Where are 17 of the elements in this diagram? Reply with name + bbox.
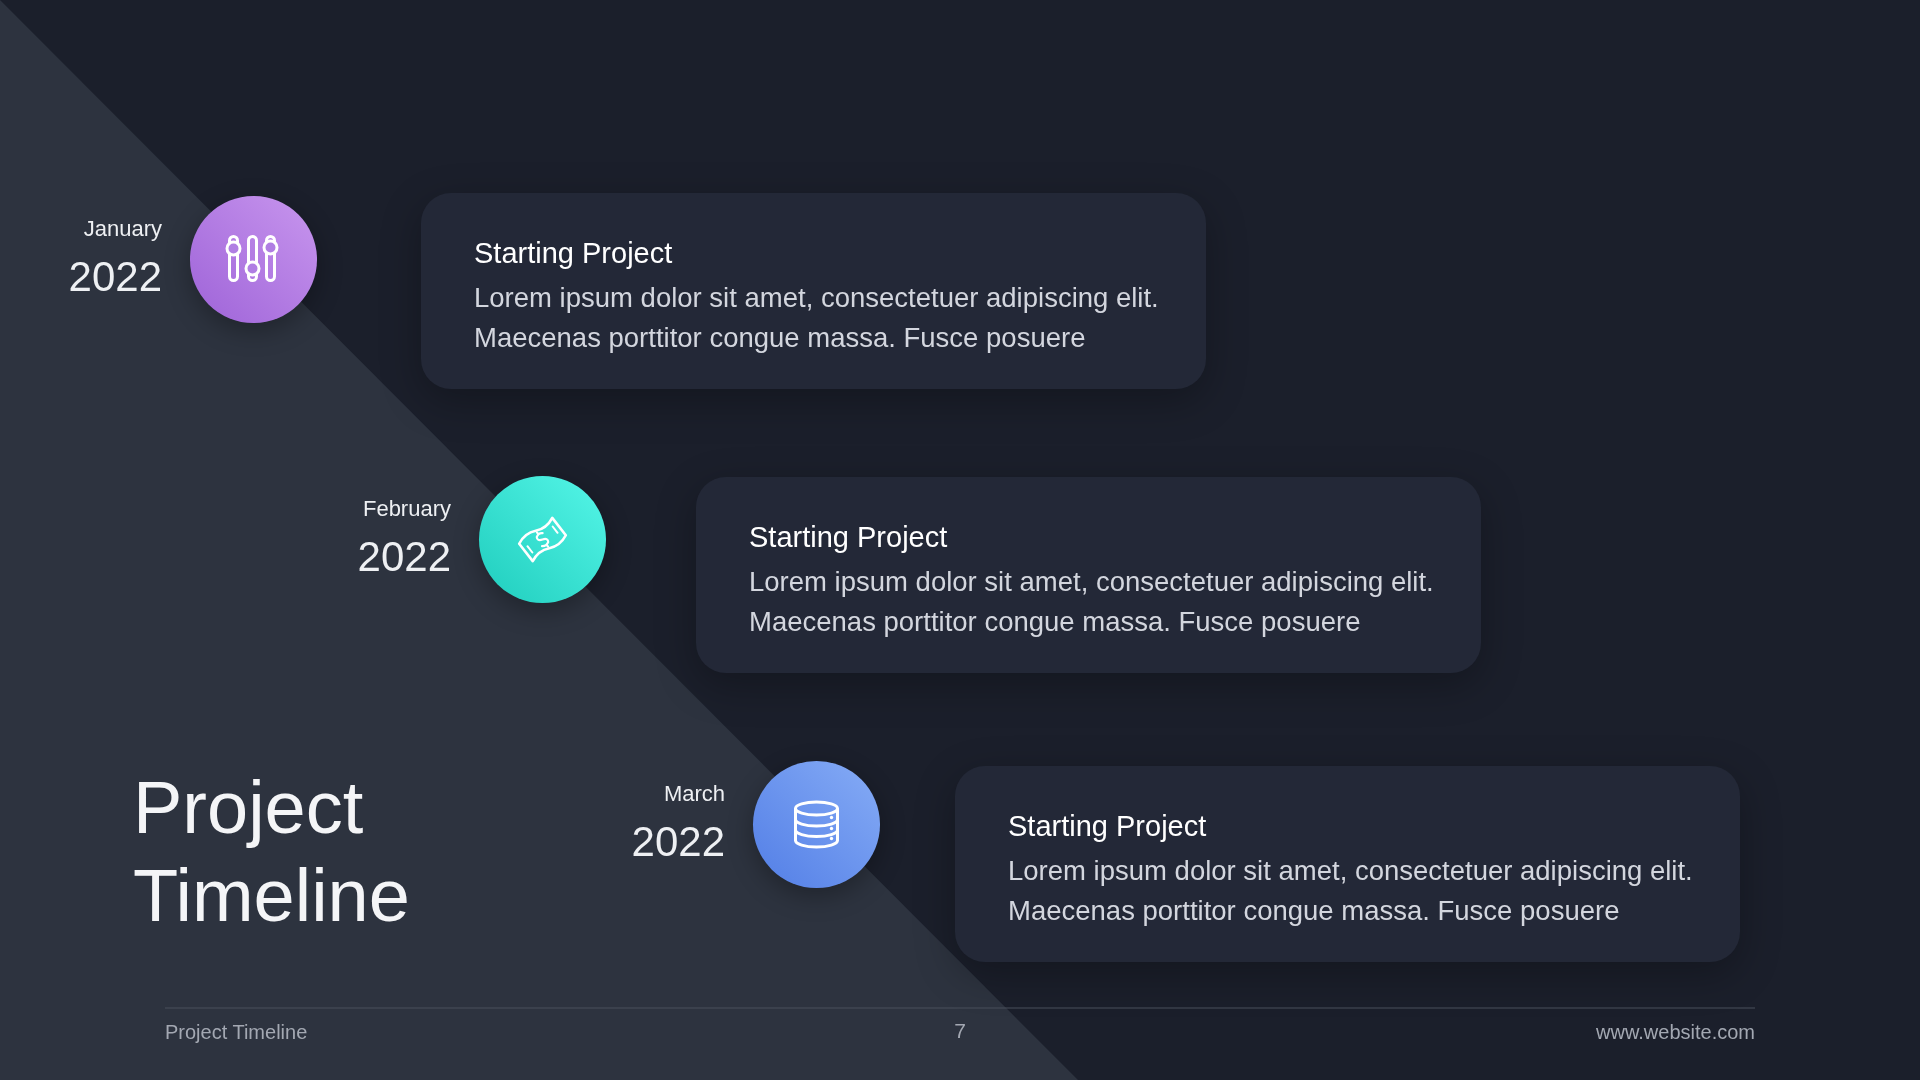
year-label: 2022	[357, 532, 451, 582]
page-number: 7	[954, 1019, 966, 1043]
month-label: March	[662, 781, 725, 807]
slide-title: Project Timeline	[133, 765, 411, 939]
year-label: 2022	[631, 817, 725, 867]
month-label: February	[361, 496, 451, 522]
card-heading: Starting Project	[749, 520, 948, 555]
month-label: January	[82, 216, 162, 242]
footer-url: www.website.com	[1596, 1020, 1755, 1044]
card-body: Lorem ipsum dolor sit amet, consectetuer adipiscing elit. Maecenas porttitor congue massa. Fusce posuere	[1008, 854, 1694, 928]
card-heading: Starting Project	[474, 236, 673, 271]
year-label: 2022	[68, 252, 162, 302]
footer-title: Project Timeline	[165, 1020, 308, 1044]
timeline-card	[955, 766, 1740, 962]
card-heading: Starting Project	[1008, 809, 1207, 844]
card-body: Lorem ipsum dolor sit amet, consectetuer adipiscing elit. Maecenas porttitor congue massa. Fusce posuere	[749, 565, 1435, 639]
card-body: Lorem ipsum dolor sit amet, consectetuer adipiscing elit. Maecenas porttitor congue massa. Fusce posuere	[474, 281, 1160, 355]
